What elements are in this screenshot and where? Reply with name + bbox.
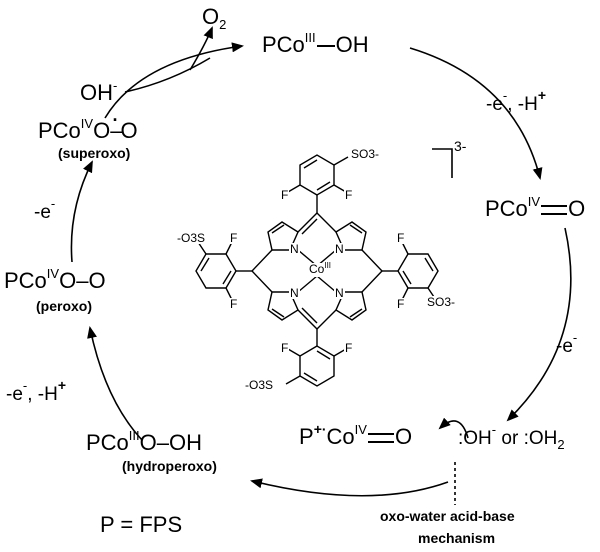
nucleophile-label: :OH- or :OH2 — [458, 422, 565, 452]
nitrogen-atom-ll: N — [289, 286, 300, 300]
mechanism-label-line1: oxo-water acid-base — [380, 508, 515, 524]
reagent-hydroxide: OH- — [80, 78, 118, 105]
mechanism-label-line2: mechanism — [418, 530, 496, 546]
species-hydroperoxo: PCoIIIO–OH — [86, 428, 202, 455]
step-label-left-top: -e- — [34, 196, 56, 223]
fluorine-right-bottom: F — [396, 297, 406, 311]
fluorine-right-top: F — [396, 231, 406, 245]
nitrogen-atom-ul: N — [289, 242, 300, 256]
arrow-right — [506, 227, 572, 422]
label-superoxo: (superoxo) — [58, 145, 131, 161]
arrow-top-right — [409, 47, 543, 180]
arrow-bottom — [250, 478, 449, 497]
arrow-top-left — [104, 42, 244, 119]
label-hydroperoxo: (hydroperoxo) — [122, 458, 217, 474]
fluorine-left-top: F — [229, 231, 239, 245]
sulfonate-top: SO3- — [350, 147, 381, 161]
fluorine-top-right: F — [344, 188, 354, 202]
sulfonate-bottom: -O3S — [244, 378, 275, 392]
fluorine-bottom-right: F — [344, 341, 354, 355]
fluorine-top-left: F — [280, 188, 290, 202]
arrow-nucleophile — [438, 417, 469, 439]
fluorine-bottom-left: F — [280, 341, 290, 355]
nitrogen-atom-lr: N — [334, 286, 345, 300]
step-label-left-bottom: -e-, -H+ — [6, 377, 67, 405]
arrow-left-upper — [70, 160, 93, 263]
species-superoxo: PCoIVO–·O — [38, 110, 138, 143]
species-peroxo: PCoIVO–O — [4, 266, 106, 293]
step-label-top-right: -e-, -H+ — [486, 87, 547, 115]
sulfonate-left: -O3S — [176, 231, 207, 245]
fluorine-left-bottom: F — [229, 297, 239, 311]
sulfonate-right: SO3- — [426, 295, 457, 309]
nitrogen-atom-ur: N — [334, 242, 345, 256]
arrow-left-lower — [87, 326, 143, 441]
molecule-charge: 3- — [454, 138, 467, 154]
arrow-o2-release — [189, 26, 213, 71]
cobalt-atom: CoIII — [308, 261, 333, 277]
step-label-right: -e- — [556, 330, 578, 357]
label-peroxo: (peroxo) — [36, 298, 92, 314]
arrow-oh-join — [124, 57, 211, 93]
reagent-o2: O2 — [202, 4, 227, 32]
definition-label: P = FPS — [100, 512, 183, 537]
charge-bracket — [432, 148, 453, 178]
